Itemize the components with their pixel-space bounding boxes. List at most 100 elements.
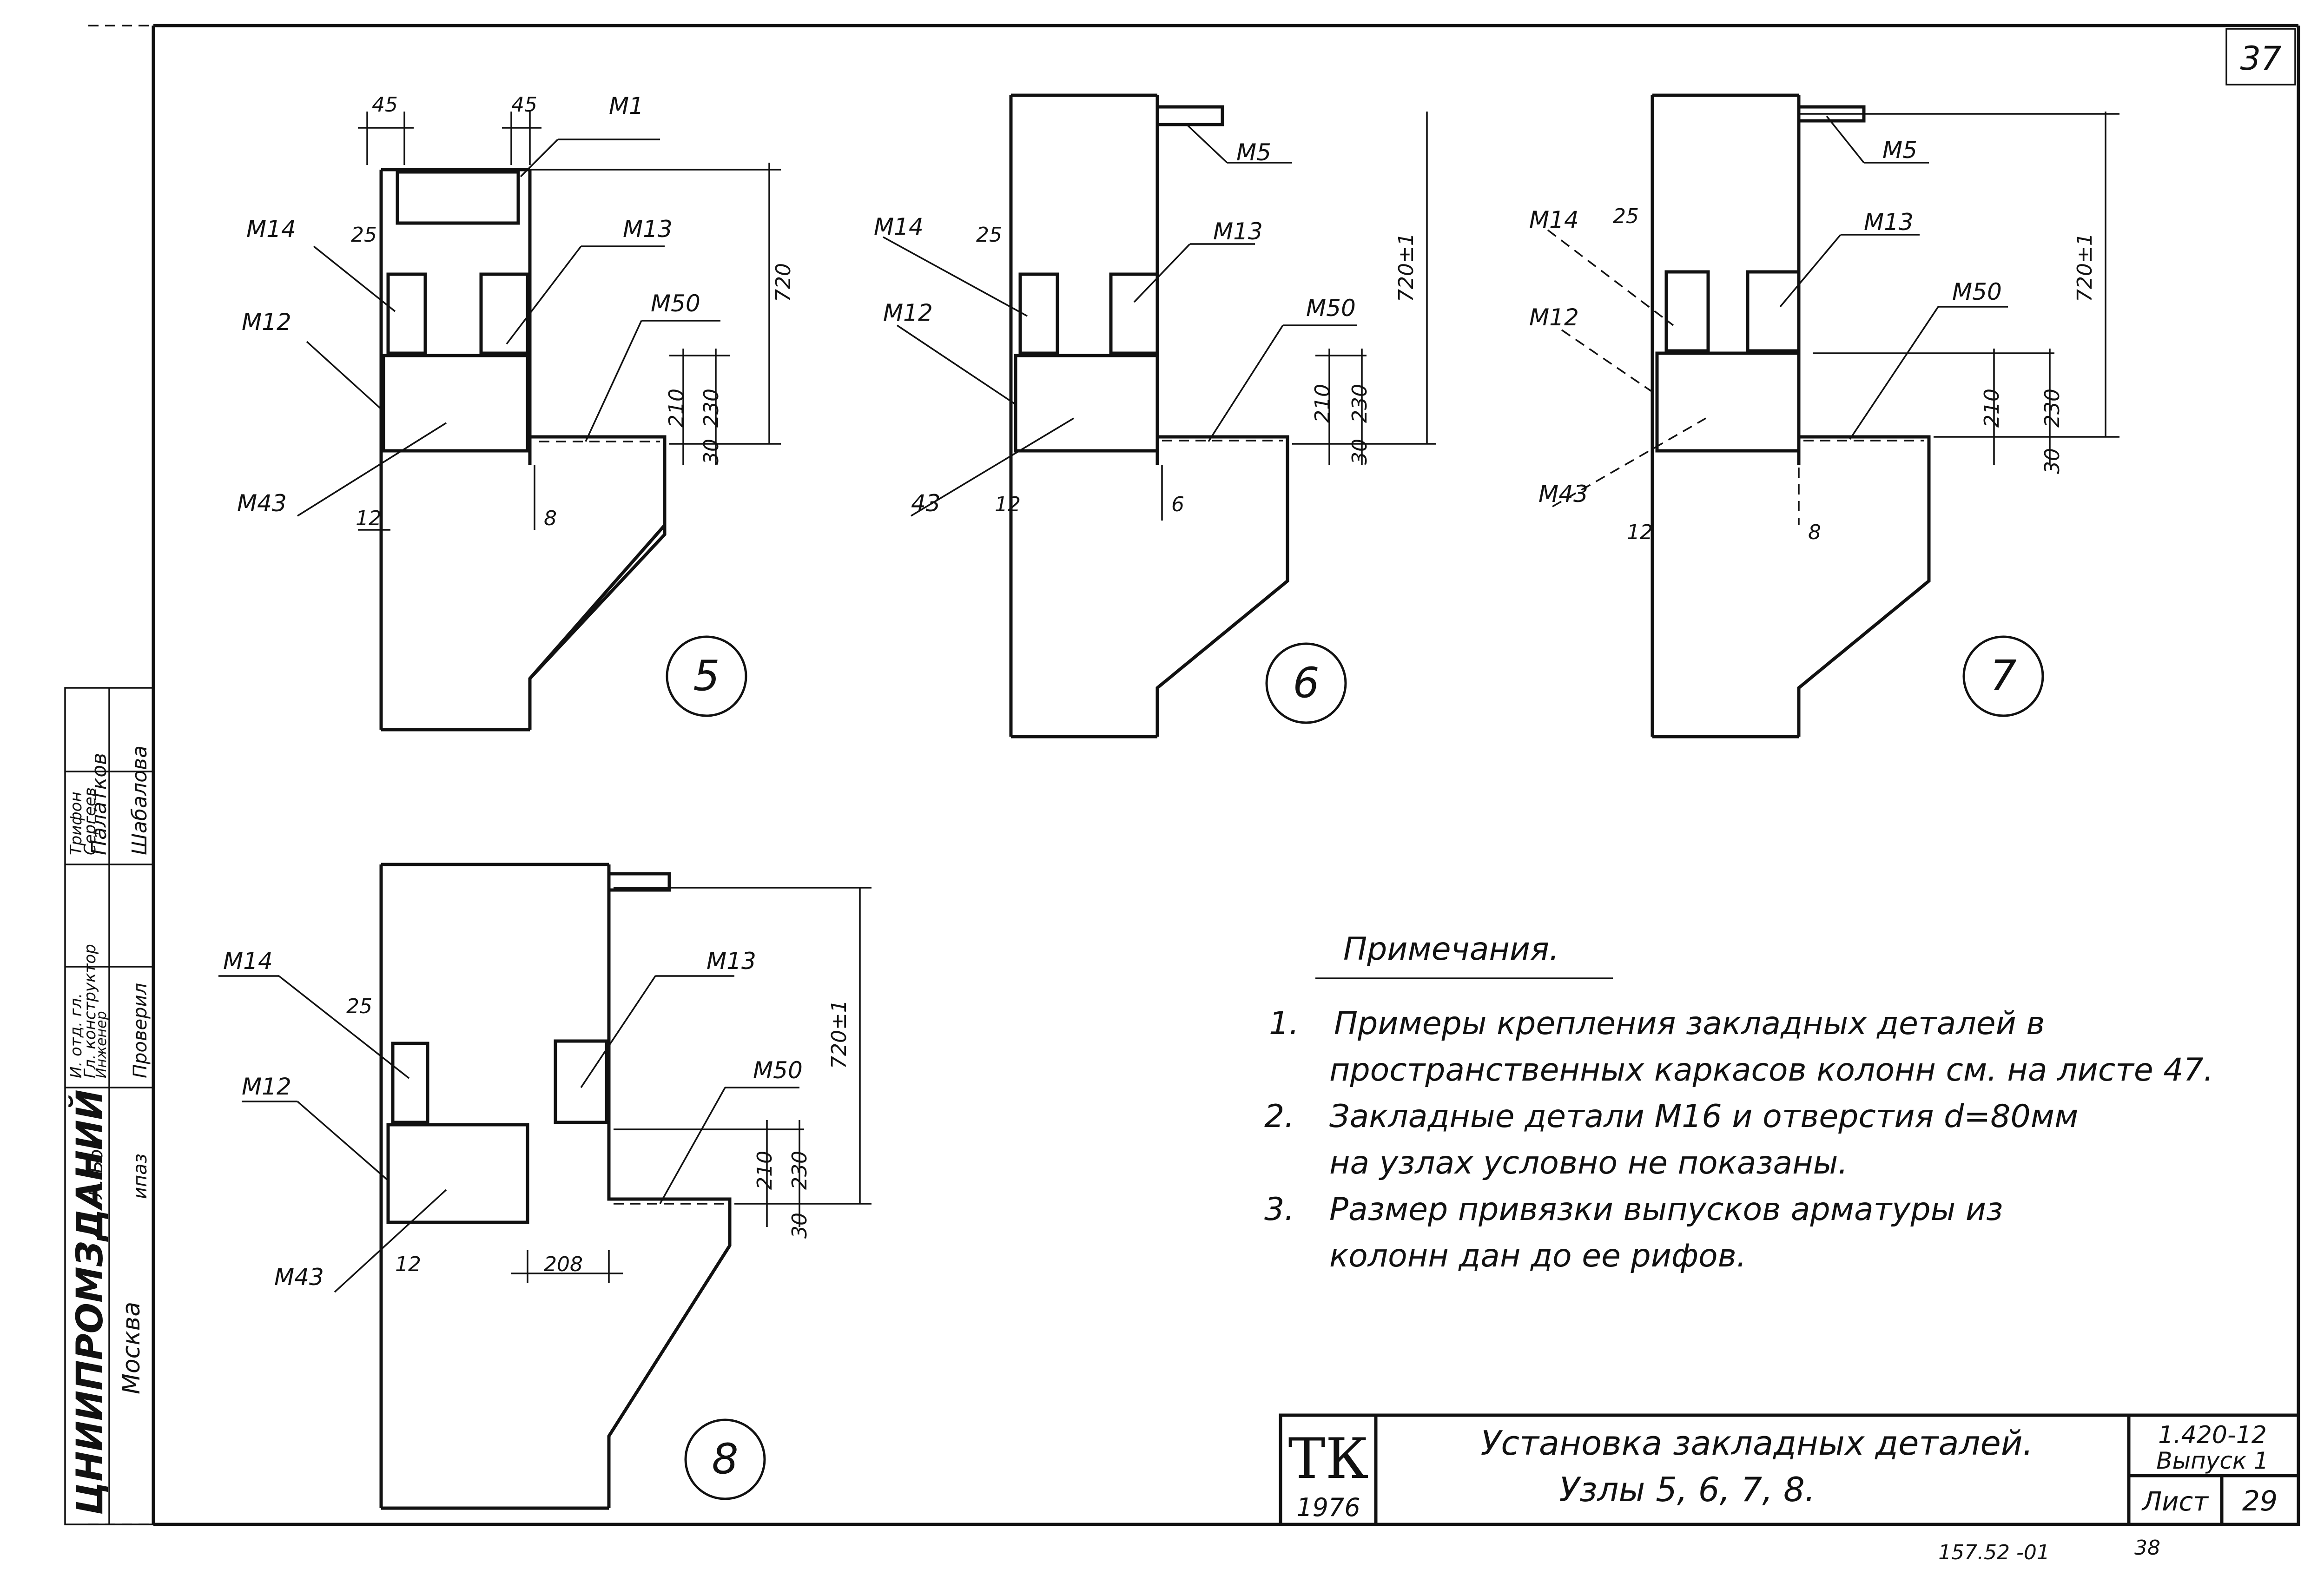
stamp-name-1: Трифон	[67, 791, 86, 855]
node7-dim-s2: 8	[1808, 521, 1821, 544]
corner-number-box: 37	[2225, 28, 2296, 86]
stamp-role-1: И. отд. гл.	[67, 993, 86, 1078]
node8-label-m14: М14	[223, 948, 273, 975]
note-2-line1: Закладные детали М16 и отверстия d=80мм	[1329, 1098, 2078, 1135]
node7-dim-s1: 12	[1627, 521, 1653, 544]
left-stamp: ЦНИИПРОМЗДАНИЙ Москва И. отд. гл. Гл. ко…	[64, 687, 154, 1525]
node5-dim-h1: 210	[665, 389, 688, 428]
node8-dim-gap: 25	[346, 995, 372, 1018]
node5-label-m13: М13	[623, 216, 673, 243]
title-logo-year: 1976	[1296, 1493, 1360, 1522]
node7-dim-gap: 25	[1613, 204, 1639, 228]
stamp-org: ЦНИИПРОМЗДАНИЙ	[68, 1089, 111, 1515]
node7-label-m43: М43	[1538, 481, 1588, 508]
node8-dim-s2: 208	[544, 1253, 583, 1276]
node-7: 25 720±1 210 230 30 12 8 М5 М14 М13 М12 …	[1529, 93, 2119, 739]
node6-dim-h-total: 720±1	[1394, 233, 1418, 302]
stamp-sign-2: ипаз	[130, 1154, 151, 1199]
title-sheet-number: 29	[2242, 1485, 2278, 1517]
node6-dim-s1: 12	[995, 493, 1021, 516]
node5-label-m43: М43	[237, 490, 287, 517]
node5-dim-s1: 12	[356, 507, 382, 530]
node8-number: 8	[712, 1435, 738, 1484]
node7-label-m50: М50	[1952, 278, 2002, 305]
stamp-name-2: Сергеев	[81, 787, 99, 855]
bottom-code: 157.52 -01	[1938, 1541, 2050, 1564]
node8-label-m12: М12	[242, 1073, 291, 1100]
node7-dim-h3: 30	[2040, 448, 2064, 474]
node7-dim-h-total: 720±1	[2073, 233, 2097, 302]
node6-dim-h1: 210	[1311, 384, 1334, 423]
stamp-role-2: Гл. конструктор	[81, 944, 99, 1078]
node6-dim-h2: 230	[1348, 384, 1372, 423]
node5-label-m12: М12	[242, 309, 291, 336]
node6-dim-s2: 6	[1171, 493, 1184, 516]
node7-number: 7	[1990, 652, 2016, 700]
note-2-line2: на узлах условно не показаны.	[1329, 1145, 1848, 1181]
node7-label-m14: М14	[1529, 206, 1579, 233]
node8-dim-h3: 30	[788, 1213, 812, 1239]
node5-label-m50: М50	[651, 290, 700, 317]
title-block: ТК 1976 Установка закладных деталей. Узл…	[1279, 1413, 2300, 1526]
node7-label-m13: М13	[1864, 209, 1914, 236]
node6-label-m14: М14	[874, 213, 924, 240]
node5-dim-w1: 45	[372, 93, 398, 117]
node6-dim-gap: 25	[976, 223, 1002, 247]
title-issue: Выпуск 1	[2156, 1447, 2268, 1474]
node5-dim-gap: 25	[351, 223, 377, 247]
node-8: 25 720±1 210 230 30 12 208 М14 М13 М12 М…	[218, 863, 872, 1510]
node8-dim-h2: 230	[788, 1151, 812, 1190]
title-sheet-label: Лист	[2141, 1487, 2209, 1517]
node6-label-m13: М13	[1213, 218, 1263, 245]
node5-dim-h2: 230	[700, 389, 723, 428]
title-series: 1.420-12	[2158, 1421, 2267, 1449]
node5-dim-w2: 45	[511, 93, 537, 117]
node5-dim-h-total: 720	[772, 263, 795, 302]
note-3-line2: колонн дан до ее рифов.	[1329, 1238, 1746, 1274]
node6-label-m43: 43	[911, 490, 941, 517]
stamp-role-3: Инженер	[93, 1011, 110, 1078]
node6-label-m5: М5	[1236, 139, 1271, 166]
title-line-2: Узлы 5, 6, 7, 8.	[1559, 1470, 1815, 1509]
node-6: 25 720±1 210 230 30 12 6 М5 М14 М13 М12 …	[874, 93, 1436, 739]
notes: Примечания. 1. Примеры крепления закладн…	[1264, 931, 2213, 1274]
stamp-city: Москва	[118, 1302, 145, 1394]
node8-label-m50: М50	[753, 1057, 803, 1084]
node5-label-m1: М1	[609, 92, 644, 119]
node8-label-m13: М13	[706, 948, 756, 975]
note-1-line2: пространственных каркасов колонн см. на …	[1329, 1052, 2213, 1088]
node6-label-m12: М12	[883, 299, 933, 326]
note-1-line1: Примеры крепления закладных деталей в	[1334, 1005, 2045, 1042]
title-logo-letters: ТК	[1288, 1427, 1369, 1491]
notes-heading: Примечания.	[1343, 931, 1559, 968]
sheet-frame	[88, 24, 2300, 1526]
node7-label-m5: М5	[1882, 137, 1917, 164]
stamp-name-3: Палатков	[87, 753, 111, 855]
title-line-1: Установка закладных деталей.	[1481, 1424, 2034, 1463]
node5-label-m14: М14	[246, 216, 296, 243]
node7-dim-h1: 210	[1980, 389, 2004, 428]
note-3-line1: Размер привязки выпусков арматуры из	[1329, 1191, 2003, 1228]
node8-dim-s1: 12	[395, 1253, 421, 1276]
node5-dim-s2: 8	[544, 507, 557, 530]
node8-dim-h1: 210	[753, 1151, 777, 1190]
bottom-page: 38	[2134, 1536, 2160, 1560]
node7-label-m12: М12	[1529, 304, 1579, 331]
node-5: 45 45 25 720 210 230 30 12 8 М1 М14 М13 …	[237, 92, 795, 732]
node6-number: 6	[1293, 659, 1319, 707]
stamp-name-4: Шабалова	[128, 745, 152, 855]
node5-dim-h3: 30	[700, 439, 723, 465]
stamp-role-4: Проверил	[130, 983, 151, 1078]
corner-number: 37	[2240, 40, 2281, 78]
node8-dim-h-total: 720±1	[827, 1000, 851, 1069]
node8-label-m43: М43	[274, 1264, 324, 1291]
note-1-num: 1.	[1269, 1005, 1299, 1042]
node6-dim-h3: 30	[1348, 439, 1372, 465]
node5-number: 5	[693, 652, 720, 700]
stamp-sign-1: Л. Бол	[86, 1137, 107, 1200]
node6-label-m50: М50	[1306, 295, 1356, 322]
note-2-num: 2.	[1264, 1098, 1294, 1135]
node7-dim-h2: 230	[2040, 389, 2064, 428]
note-3-num: 3.	[1264, 1191, 1294, 1228]
